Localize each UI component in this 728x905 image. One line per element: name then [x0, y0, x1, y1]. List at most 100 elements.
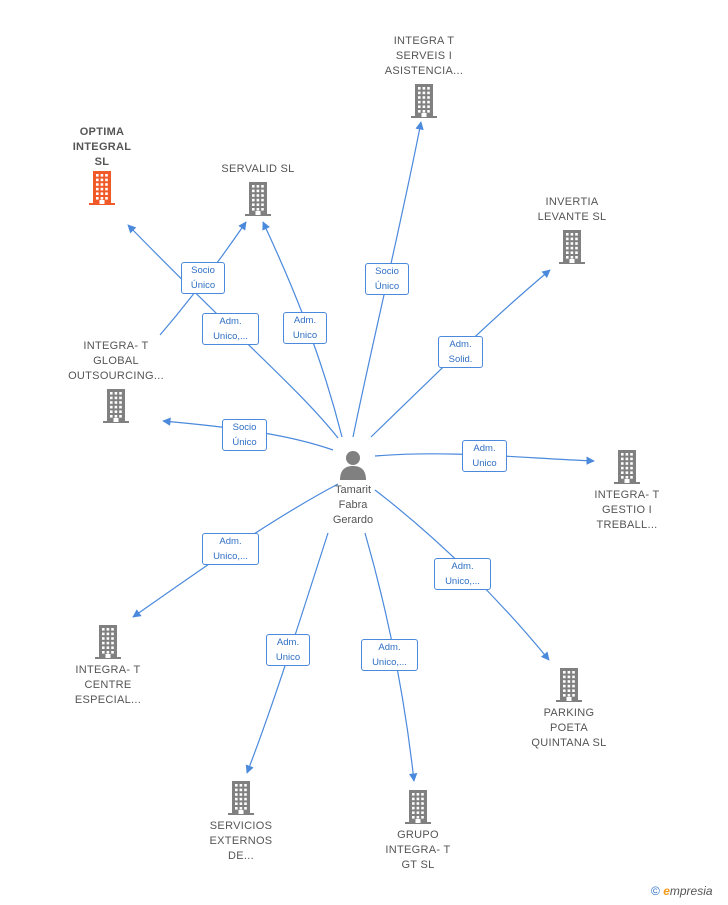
text-line: GRUPO — [397, 829, 439, 841]
company-label: GRUPO INTEGRA- T GT SL — [370, 828, 466, 873]
text-line: Solid. — [448, 354, 473, 365]
company-label: SERVALID SL — [210, 162, 306, 177]
text-line: INTEGRA- T — [75, 664, 141, 676]
text-line: GT SL — [401, 859, 435, 871]
brand-logo-text: mpresia — [669, 884, 713, 898]
text-line: INTEGRA- T — [594, 489, 660, 501]
building-icon — [228, 781, 254, 815]
text-line: Unico,... — [213, 551, 248, 562]
edge-label-adm-optima[interactable]: Adm. Unico,... — [202, 313, 259, 345]
text-line: Socio — [191, 265, 215, 276]
text-line: LEVANTE SL — [537, 211, 607, 223]
edge-label-adm-gestio[interactable]: Adm. Unico — [462, 440, 507, 472]
building-icon — [95, 625, 121, 659]
edge-label-adm-centre[interactable]: Adm. Unico,... — [202, 533, 259, 565]
company-node-servicios[interactable]: SERVICIOS EXTERNOS DE... — [193, 780, 289, 864]
company-node-integra-centre[interactable]: INTEGRA- T CENTRE ESPECIAL... — [56, 624, 160, 708]
text-line: Adm. — [219, 536, 242, 547]
text-line: OUTSOURCING... — [68, 370, 164, 382]
edge-label-adm-parking[interactable]: Adm. Unico,... — [434, 558, 491, 590]
text-line: Adm. — [219, 316, 242, 327]
company-label: INVERTIA LEVANTE SL — [522, 195, 622, 225]
building-icon — [411, 84, 437, 118]
text-line: Adm. — [473, 443, 496, 454]
building-icon — [405, 790, 431, 824]
building-icon — [103, 389, 129, 423]
text-line: Adm. — [276, 637, 300, 648]
company-label: INTEGRA- T CENTRE ESPECIAL... — [56, 663, 160, 708]
copyright-icon: © — [651, 884, 660, 898]
text-line: Tamarit — [334, 484, 372, 496]
text-line: Unico,... — [213, 331, 248, 342]
company-node-integra-gestio[interactable]: INTEGRA- T GESTIO I TREBALL... — [578, 449, 676, 533]
text-line: Unico — [275, 652, 301, 663]
text-line: OPTIMA — [79, 126, 125, 138]
building-icon — [614, 450, 640, 484]
text-line: GESTIO I — [601, 504, 653, 516]
edge-optima — [127, 224, 339, 439]
text-line: Adm. — [449, 339, 472, 350]
edge-label-adm-grupo[interactable]: Adm. Unico,... — [361, 639, 418, 671]
text-line: DE... — [228, 850, 254, 862]
text-line: Socio — [232, 422, 257, 433]
text-line: GLOBAL — [93, 355, 139, 367]
building-icon — [559, 230, 585, 264]
company-label: INTEGRA- T GESTIO I TREBALL... — [578, 488, 676, 533]
text-line: INTEGRA T — [393, 35, 455, 47]
company-label: INTEGRA- T GLOBAL OUTSOURCING... — [56, 339, 176, 384]
building-icon — [245, 182, 271, 216]
text-line: Adm. — [378, 642, 401, 653]
text-line: SERVEIS I — [395, 50, 453, 62]
text-line: Gerardo — [332, 514, 374, 526]
text-line: Unico — [472, 458, 497, 469]
edge-label-adm-servalid[interactable]: Adm. Unico — [283, 312, 327, 344]
person-icon — [340, 451, 366, 480]
company-node-invertia[interactable]: INVERTIA LEVANTE SL — [522, 195, 622, 265]
text-line: Adm. — [451, 561, 474, 572]
text-line: Único — [232, 437, 257, 448]
text-line: QUINTANA SL — [531, 737, 607, 749]
text-line: SERVALID SL — [221, 163, 295, 175]
brand-logo-e: e — [663, 884, 670, 898]
text-line: Unico,... — [445, 576, 480, 587]
company-label: INTEGRA T SERVEIS I ASISTENCIA... — [372, 34, 476, 79]
text-line: SERVICIOS — [209, 820, 273, 832]
company-label: SERVICIOS EXTERNOS DE... — [193, 819, 289, 864]
text-line: Único — [190, 280, 216, 291]
text-line: Socio — [375, 266, 399, 277]
text-line: INVERTIA — [545, 196, 599, 208]
text-line: INTEGRA- T — [83, 340, 149, 352]
edge-label-adm-solid-invertia[interactable]: Adm. Solid. — [438, 336, 483, 368]
company-node-integra-global[interactable]: INTEGRA- T GLOBAL OUTSOURCING... — [56, 339, 176, 424]
company-node-servalid[interactable]: SERVALID SL — [210, 162, 306, 217]
company-node-parking[interactable]: PARKING POETA QUINTANA SL — [520, 667, 618, 751]
company-label: OPTIMA INTEGRAL SL — [60, 125, 144, 170]
company-node-grupo[interactable]: GRUPO INTEGRA- T GT SL — [370, 789, 466, 873]
text-line: POETA — [550, 722, 588, 734]
text-line: Fabra — [338, 499, 368, 511]
building-icon — [89, 171, 115, 205]
text-line: Unico — [292, 330, 318, 341]
company-node-integra-serveis[interactable]: INTEGRA T SERVEIS I ASISTENCIA... — [372, 34, 476, 119]
edge-label-adm-servicios[interactable]: Adm. Unico — [266, 634, 310, 666]
brand-footer: © empresia — [651, 884, 713, 898]
text-line: Adm. — [293, 315, 317, 326]
text-line: ASISTENCIA... — [384, 65, 464, 77]
text-line: TREBALL... — [596, 519, 658, 531]
text-line: INTEGRA- T — [385, 844, 451, 856]
text-line: PARKING — [543, 707, 595, 719]
text-line: SL — [94, 156, 110, 168]
text-line: CENTRE — [84, 679, 132, 691]
text-line: ESPECIAL... — [74, 694, 142, 706]
text-line: INTEGRAL — [72, 141, 132, 153]
text-line: Único — [374, 281, 400, 292]
company-node-optima[interactable]: OPTIMA INTEGRAL SL — [60, 125, 144, 206]
building-icon — [556, 668, 582, 702]
text-line: Unico,... — [372, 657, 407, 668]
text-line: EXTERNOS — [209, 835, 273, 847]
